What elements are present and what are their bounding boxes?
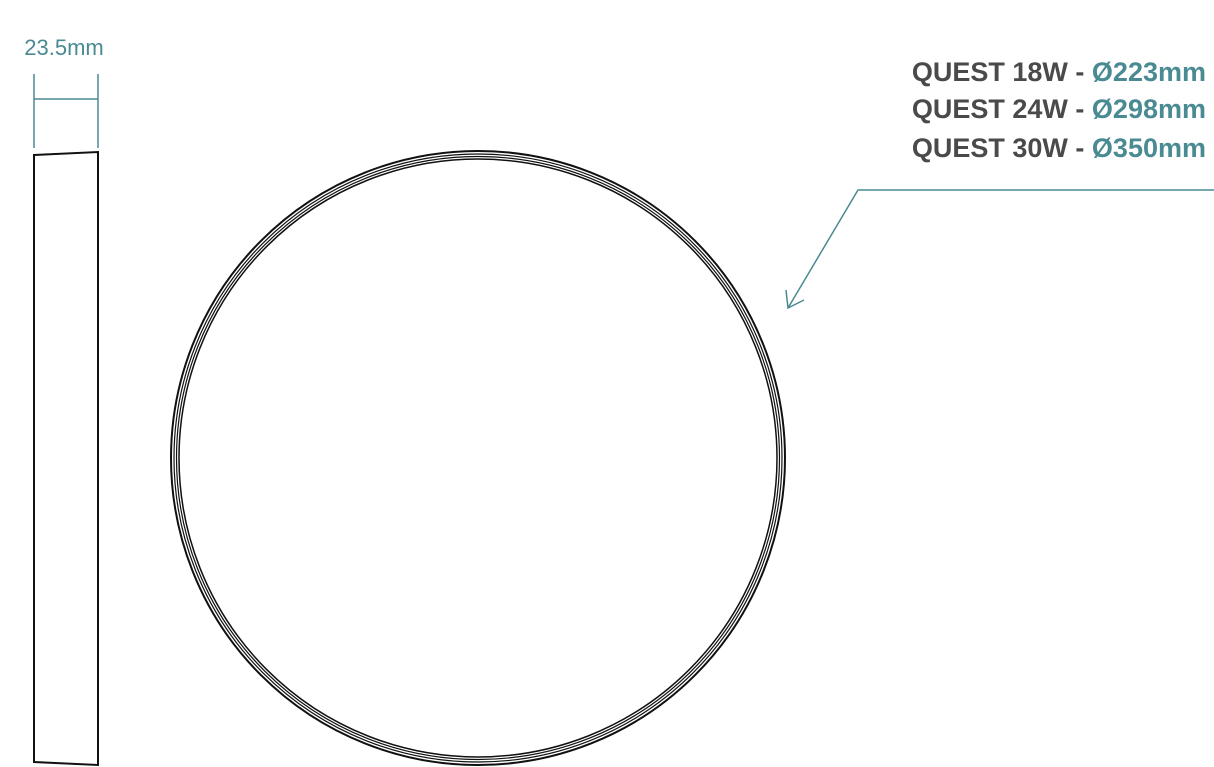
panel-inner-rim bbox=[178, 158, 778, 758]
model-diameter: Ø350mm bbox=[1092, 133, 1206, 163]
model-name: QUEST 30W - bbox=[912, 133, 1092, 163]
model-name: QUEST 24W - bbox=[912, 94, 1092, 124]
model-spec-row: QUEST 30W - Ø350mm bbox=[912, 133, 1206, 163]
model-diameter: Ø298mm bbox=[1092, 94, 1206, 124]
leader-line bbox=[787, 189, 1214, 309]
panel-rim-2 bbox=[173, 153, 783, 763]
model-spec-row: QUEST 24W - Ø298mm bbox=[912, 94, 1206, 124]
panel-rim-3 bbox=[175, 155, 781, 761]
leader-arrowhead bbox=[785, 289, 805, 310]
thickness-label: 23.5mm bbox=[24, 35, 103, 60]
side-profile-outline bbox=[33, 150, 99, 767]
front-view-panel bbox=[170, 150, 786, 766]
diameter-leader bbox=[785, 189, 1214, 310]
model-spec-list: QUEST 18W - Ø223mm QUEST 24W - Ø298mm QU… bbox=[912, 57, 1206, 163]
model-name: QUEST 18W - bbox=[912, 57, 1092, 87]
model-spec-row: QUEST 18W - Ø223mm bbox=[912, 57, 1206, 87]
side-view-dimension: 23.5mm bbox=[24, 35, 104, 148]
panel-outer-rim bbox=[170, 150, 786, 766]
model-diameter: Ø223mm bbox=[1092, 57, 1206, 87]
